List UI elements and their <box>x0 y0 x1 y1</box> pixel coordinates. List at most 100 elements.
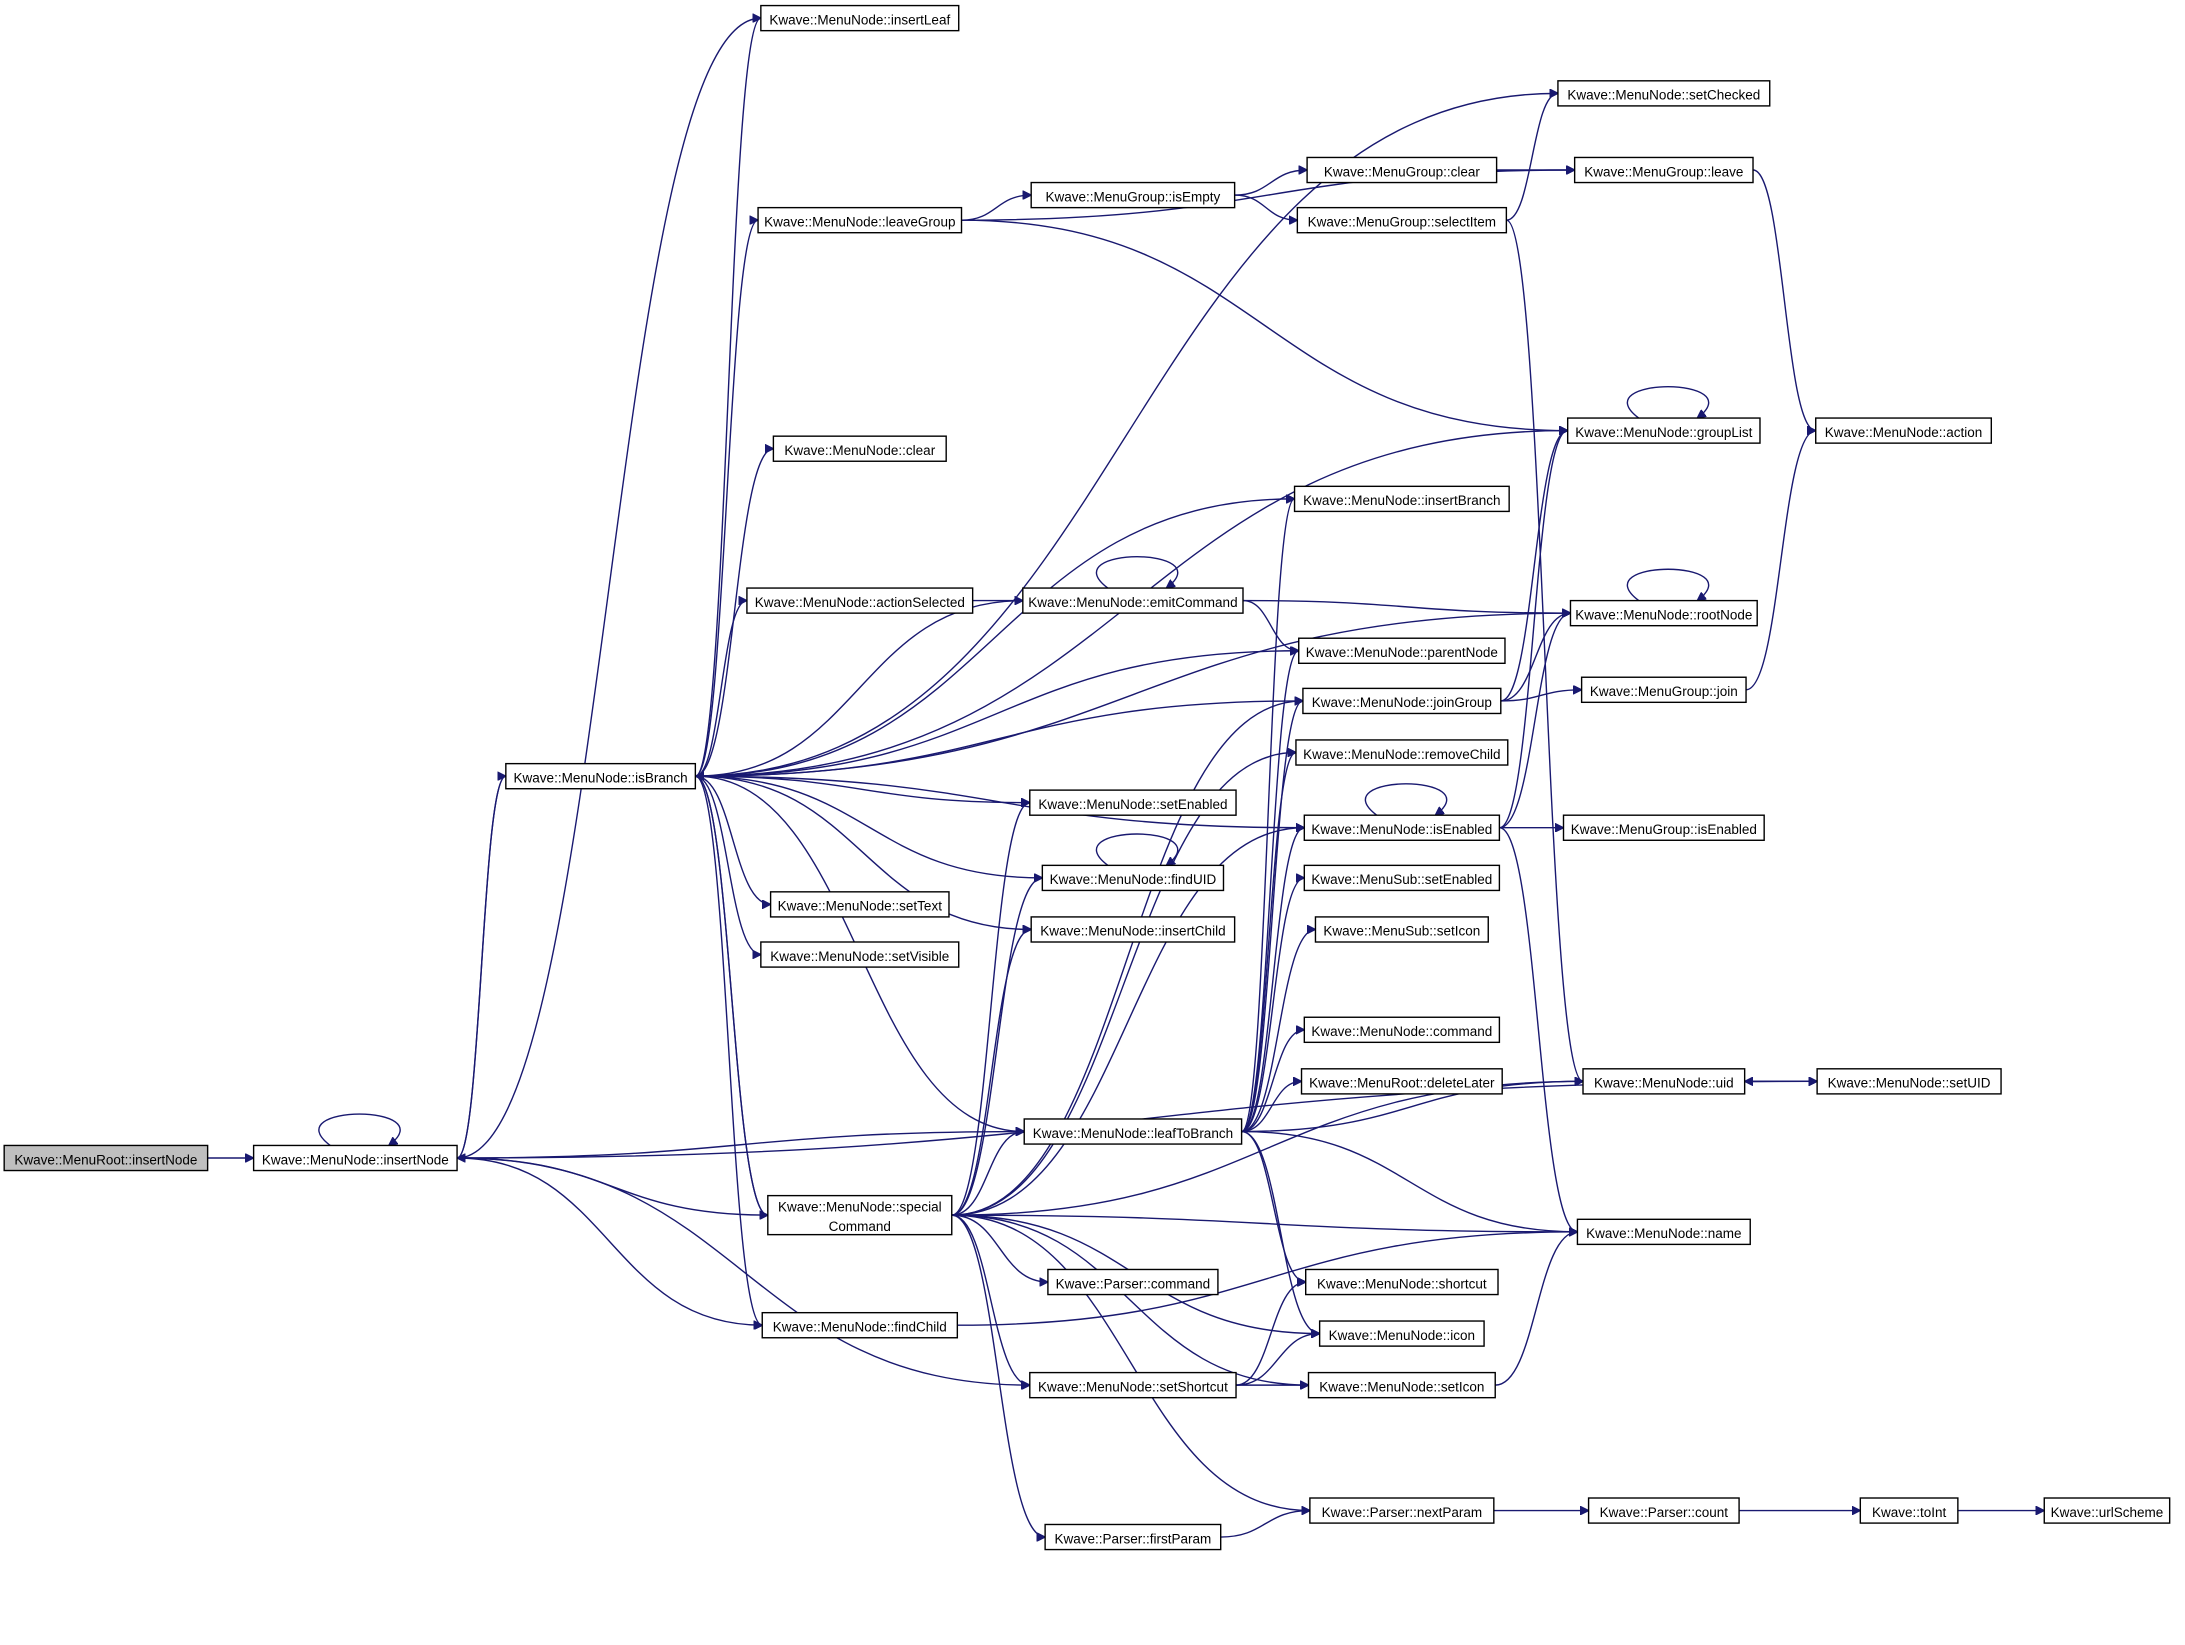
node-label: Kwave::MenuNode::setIcon <box>1319 1379 1484 1394</box>
edge-setShortcut-to-icon <box>1236 1334 1320 1386</box>
edge-mgSelectItem-to-uid <box>1506 219 1583 1081</box>
node-mgLeave[interactable]: Kwave::MenuGroup::leave <box>1573 156 1754 184</box>
node-insertBranch[interactable]: Kwave::MenuNode::insertBranch <box>1293 485 1510 513</box>
node-label: Kwave::MenuNode::insertNode <box>262 1152 449 1167</box>
node-mgClear[interactable]: Kwave::MenuGroup::clear <box>1306 156 1498 184</box>
node-box <box>3 1144 209 1172</box>
edge-leafToBranch-to-icon <box>1241 1130 1320 1334</box>
edge-isBranch-to-actionSelected <box>695 601 747 777</box>
edge-specialCommand-to-removeChild <box>951 752 1296 1216</box>
edge-leafToBranch-to-name <box>1241 1130 1578 1232</box>
node-label: Kwave::MenuNode::findUID <box>1050 872 1217 887</box>
edge-firstParam-to-nextParam <box>1220 1511 1310 1538</box>
node-clear[interactable]: Kwave::MenuNode::clear <box>772 435 947 462</box>
node-box <box>1859 1497 1959 1524</box>
edge-specialCommand-to-setEnabled <box>951 803 1030 1216</box>
edge-joinGroup-to-groupList <box>1500 431 1568 702</box>
node-setText[interactable]: Kwave::MenuNode::setText <box>769 891 950 918</box>
node-leaveGroup[interactable]: Kwave::MenuNode::leaveGroup <box>757 206 963 234</box>
node-action[interactable]: Kwave::MenuNode::action <box>1815 417 1993 444</box>
node-setChecked[interactable]: Kwave::MenuNode::setChecked <box>1557 80 1771 107</box>
edge-leafToBranch-to-parentNode <box>1241 651 1299 1133</box>
node-parserCount[interactable]: Kwave::Parser::count <box>1587 1497 1740 1524</box>
node-label: Kwave::MenuNode::uid <box>1594 1076 1734 1091</box>
node-box <box>1303 814 1501 841</box>
edge-isBranch-to-clear <box>695 449 773 777</box>
node-emitCommand[interactable]: Kwave::MenuNode::emitCommand <box>1022 587 1244 614</box>
edge-insertNode-to-leafToBranch <box>457 1132 1024 1159</box>
node-leafToBranch[interactable]: Kwave::MenuNode::leafToBranch <box>1023 1118 1243 1145</box>
node-joinGroup[interactable]: Kwave::MenuNode::joinGroup <box>1302 687 1502 715</box>
node-box <box>252 1144 458 1172</box>
node-label: Kwave::MenuNode::leaveGroup <box>764 214 955 229</box>
node-setShortcut[interactable]: Kwave::MenuNode::setShortcut <box>1029 1371 1237 1399</box>
node-box <box>1305 1268 1499 1296</box>
node-isBranch[interactable]: Kwave::MenuNode::isBranch <box>505 762 697 790</box>
node-label: Kwave::MenuNode::groupList <box>1575 425 1752 440</box>
node-rootNode[interactable]: Kwave::MenuNode::rootNode <box>1569 599 1758 627</box>
node-label: Kwave::MenuGroup::isEnabled <box>1571 822 1757 837</box>
node-groupList[interactable]: Kwave::MenuNode::groupList <box>1566 417 1761 444</box>
edge-setIcon-to-name <box>1495 1232 1577 1386</box>
node-msSetEnabled[interactable]: Kwave::MenuSub::setEnabled <box>1303 864 1501 892</box>
node-nextParam[interactable]: Kwave::Parser::nextParam <box>1309 1497 1495 1524</box>
node-toInt[interactable]: Kwave::toInt <box>1859 1497 1959 1524</box>
edge-specialCommand-to-setShortcut <box>951 1214 1030 1385</box>
node-uid[interactable]: Kwave::MenuNode::uid <box>1582 1068 1746 1095</box>
edge-mgIsEmpty-to-mgSelectItem <box>1234 194 1298 220</box>
edge-isBranch-to-parentNode <box>695 651 1298 777</box>
node-label: Kwave::MenuNode::setChecked <box>1567 88 1760 103</box>
edge-insertNode-to-setShortcut <box>457 1157 1030 1385</box>
node-setVisible[interactable]: Kwave::MenuNode::setVisible <box>760 941 960 968</box>
node-removeChild[interactable]: Kwave::MenuNode::removeChild <box>1295 739 1509 766</box>
edge-isBranch-to-emitCommand <box>695 601 1022 777</box>
node-mgSelectItem[interactable]: Kwave::MenuGroup::selectItem <box>1296 206 1508 234</box>
node-parentNode[interactable]: Kwave::MenuNode::parentNode <box>1298 637 1506 665</box>
node-label: Kwave::MenuNode::isBranch <box>514 770 688 785</box>
node-setUID[interactable]: Kwave::MenuNode::setUID <box>1816 1068 2002 1095</box>
node-parserCommand[interactable]: Kwave::Parser::command <box>1047 1268 1219 1296</box>
node-icon[interactable]: Kwave::MenuNode::icon <box>1318 1320 1485 1347</box>
node-box <box>1318 1320 1485 1347</box>
node-box <box>1029 789 1237 816</box>
node-box <box>1562 814 1765 841</box>
node-insertChild[interactable]: Kwave::MenuNode::insertChild <box>1030 916 1236 943</box>
node-label: Kwave::MenuRoot::deleteLater <box>1309 1076 1495 1091</box>
node-deleteLater[interactable]: Kwave::MenuRoot::deleteLater <box>1300 1068 1503 1095</box>
edge-isBranch-to-findChild <box>695 775 762 1325</box>
node-label: Kwave::MenuGroup::clear <box>1324 164 1481 179</box>
node-findUID[interactable]: Kwave::MenuNode::findUID <box>1041 864 1225 892</box>
node-name[interactable]: Kwave::MenuNode::name <box>1576 1218 1751 1246</box>
node-mgIsEnabled[interactable]: Kwave::MenuGroup::isEnabled <box>1562 814 1765 841</box>
node-setEnabled[interactable]: Kwave::MenuNode::setEnabled <box>1029 789 1237 816</box>
node-box <box>1293 485 1510 513</box>
edge-specialCommand-to-insertChild <box>951 929 1031 1216</box>
edge-groupList-to-groupList <box>1626 385 1710 418</box>
edge-isBranch-to-joinGroup <box>695 701 1303 777</box>
node-label: Kwave::MenuNode::setUID <box>1828 1076 1991 1091</box>
node-box <box>1314 916 1489 943</box>
node-shortcut[interactable]: Kwave::MenuNode::shortcut <box>1305 1268 1499 1296</box>
node-isEnabled[interactable]: Kwave::MenuNode::isEnabled <box>1303 814 1501 841</box>
node-label: Kwave::MenuNode::insertLeaf <box>769 12 950 27</box>
node-findChild[interactable]: Kwave::MenuNode::findChild <box>761 1311 959 1339</box>
node-insertLeaf[interactable]: Kwave::MenuNode::insertLeaf <box>760 4 960 32</box>
edge-leafToBranch-to-shortcut <box>1241 1130 1306 1282</box>
node-firstParam[interactable]: Kwave::Parser::firstParam <box>1044 1523 1222 1551</box>
node-label: Kwave::MenuRoot::insertNode <box>14 1152 197 1167</box>
node-command[interactable]: Kwave::MenuNode::command <box>1303 1016 1501 1044</box>
node-actionSelected[interactable]: Kwave::MenuNode::actionSelected <box>746 587 974 614</box>
node-setIcon[interactable]: Kwave::MenuNode::setIcon <box>1307 1371 1496 1399</box>
node-urlScheme[interactable]: Kwave::urlScheme <box>2043 1497 2171 1524</box>
edge-leafToBranch-to-msSetIcon <box>1241 929 1316 1133</box>
node-box <box>1306 156 1498 184</box>
node-insertNode[interactable]: Kwave::MenuNode::insertNode <box>252 1144 458 1172</box>
edge-mgSelectItem-to-setChecked <box>1506 93 1558 221</box>
node-mgJoin[interactable]: Kwave::MenuGroup::join <box>1580 676 1747 704</box>
node-mgIsEmpty[interactable]: Kwave::MenuGroup::isEmpty <box>1030 181 1236 209</box>
node-menuroot_insertNode[interactable]: Kwave::MenuRoot::insertNode <box>3 1144 209 1172</box>
node-msSetIcon[interactable]: Kwave::MenuSub::setIcon <box>1314 916 1489 943</box>
node-box <box>1566 417 1761 444</box>
node-label: Kwave::MenuNode::setText <box>778 899 943 914</box>
